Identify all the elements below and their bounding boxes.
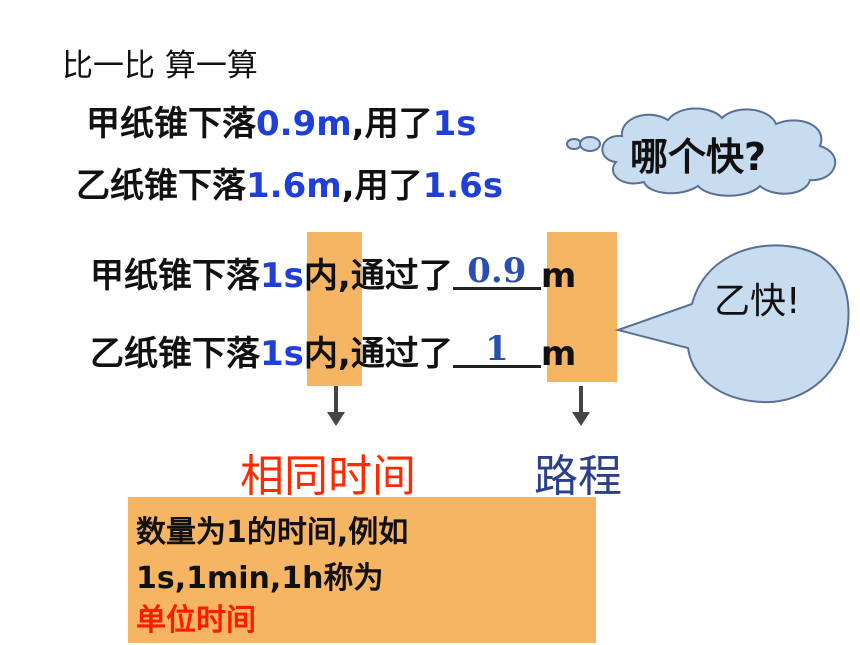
statement-a: 甲纸锥下落0.9m,用了1s bbox=[86, 96, 477, 145]
compare-b-unit: m bbox=[540, 334, 577, 374]
slide-heading: 比一比 算一算 bbox=[62, 48, 258, 84]
statement-a-prefix: 甲纸锥下落 bbox=[86, 104, 256, 144]
compare-a-unit: m bbox=[540, 256, 577, 296]
statement-b-prefix: 乙纸锥下落 bbox=[76, 166, 246, 206]
question-bubble-text: 哪个快? bbox=[630, 135, 767, 179]
statement-a-time: 1s bbox=[432, 104, 477, 144]
answer-bubble-text: 乙快! bbox=[714, 281, 801, 322]
note-line-1: 数量为1的时间,例如 bbox=[136, 515, 409, 550]
compare-b-mid: 内,通过了 bbox=[303, 334, 453, 374]
definition-note: 数量为1的时间,例如 1s,1min,1h称为 单位时间 bbox=[128, 497, 596, 643]
distance-highlight-column bbox=[547, 232, 617, 382]
same-time-label: 相同时间 bbox=[240, 451, 416, 502]
compare-a-answer: 0.9 bbox=[467, 251, 527, 291]
down-arrow-icon bbox=[327, 386, 345, 426]
compare-a-prefix: 甲纸锥下落 bbox=[90, 256, 260, 296]
down-arrow-icon bbox=[572, 386, 590, 426]
compare-b-prefix: 乙纸锥下落 bbox=[90, 334, 260, 374]
speech-balloon bbox=[614, 244, 850, 404]
note-line-3: 单位时间 bbox=[136, 603, 256, 638]
statement-a-distance: 0.9m bbox=[256, 104, 352, 144]
compare-b-blank: 1 bbox=[452, 329, 541, 369]
compare-a: 甲纸锥下落1s内,通过了 0.9 m bbox=[90, 248, 576, 297]
statement-b-time: 1.6s bbox=[422, 166, 504, 206]
compare-a-mid: 内,通过了 bbox=[303, 256, 453, 296]
distance-label: 路程 bbox=[534, 451, 622, 502]
statement-b-distance: 1.6m bbox=[246, 166, 342, 206]
compare-b-answer: 1 bbox=[484, 329, 509, 369]
statement-b: 乙纸锥下落1.6m,用了1.6s bbox=[76, 158, 503, 207]
thought-cloud bbox=[566, 107, 837, 197]
compare-a-blank: 0.9 bbox=[452, 251, 541, 291]
compare-a-time: 1s bbox=[260, 256, 304, 296]
time-highlight-column bbox=[307, 232, 362, 386]
statement-b-mid: ,用了 bbox=[341, 166, 423, 206]
note-line-2: 1s,1min,1h称为 bbox=[136, 561, 384, 596]
statement-a-mid: ,用了 bbox=[351, 104, 433, 144]
compare-b-time: 1s bbox=[260, 334, 304, 374]
